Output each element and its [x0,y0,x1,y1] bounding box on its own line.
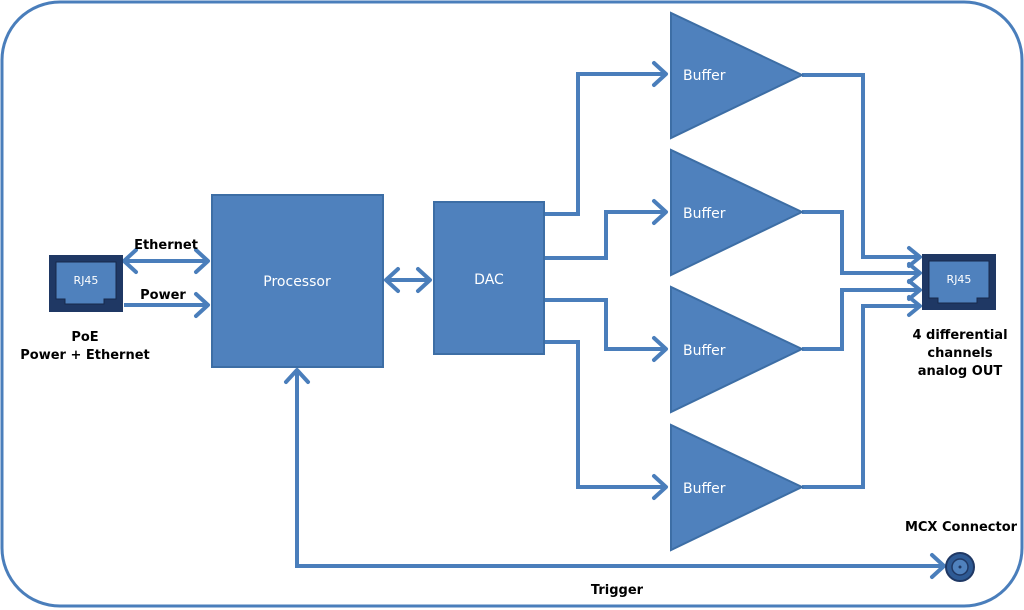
buffer-1-triangle [670,11,805,140]
trigger-arrow-right-icon [930,553,946,579]
dac-buffer3-arrow-icon [652,336,668,362]
dac-block: DAC [433,201,545,355]
input-rj45-port-icon [55,261,117,305]
buffer-2-label: Buffer [683,206,726,222]
dac-buffer4-wire [545,340,666,489]
dac-buffer1-arrow-icon [652,61,668,87]
trigger-arrow-up-icon [284,368,310,384]
dac-label: DAC [474,272,504,288]
ethernet-label: Ethernet [134,238,198,253]
buffer1-out-wire [802,73,920,259]
power-label: Power [140,288,186,303]
output-label-line3: analog OUT [918,364,1003,379]
dac-buffer2-arrow-icon [652,199,668,225]
dac-box [433,201,545,355]
output-rj45-connector: RJ45 [922,254,996,310]
ethernet-arrow-left-icon [122,248,138,274]
dac-buffer1-wire [545,72,666,216]
buffer4-out-wire [802,304,920,489]
buffer4-out-arrow-icon [907,295,922,317]
trigger-wire [295,370,944,568]
processor-label: Processor [263,274,331,290]
dac-buffer3-wire [545,298,666,351]
dac-buffer4-arrow-icon [652,474,668,500]
processor-dac-arrow-right-icon [416,267,432,293]
wires [122,61,946,579]
buffer-4: Buffer [670,423,805,552]
output-label-line2: channels [927,346,993,361]
buffer-3-label: Buffer [683,343,726,359]
poe-label: PoE [71,330,98,345]
processor-dac-arrow-left-icon [384,267,400,293]
buffer-1-label: Buffer [683,68,726,84]
buffer1-out-arrow-icon [907,246,922,268]
buffer-3-triangle [670,285,805,414]
buffer2-out-arrow-icon [907,262,922,284]
output-label-line1: 4 differential [912,328,1007,343]
output-rj45-label: RJ45 [947,273,972,286]
processor-block: Processor [211,194,384,368]
ethernet-arrow-right-icon [194,248,210,274]
buffer3-out-wire [802,288,920,351]
processor-box [211,194,384,368]
buffer-4-label: Buffer [683,481,726,497]
input-rj45-label: RJ45 [74,274,99,287]
buffer-1: Buffer [670,11,805,140]
trigger-label: Trigger [591,583,644,598]
dac-buffer2-wire [545,210,666,260]
buffer2-out-wire [802,210,920,275]
output-rj45-port-icon [928,260,990,304]
power-arrow-icon [194,292,210,318]
mcx-pin-icon [958,565,962,569]
buffer-3: Buffer [670,285,805,414]
buffer-2-triangle [670,148,805,277]
buffer3-out-arrow-icon [907,279,922,301]
buffer-4-triangle [670,423,805,552]
poe-sublabel: Power + Ethernet [20,348,150,363]
mcx-connector [945,552,975,582]
buffer-2: Buffer [670,148,805,277]
input-rj45-connector: RJ45 [49,255,123,312]
mcx-label: MCX Connector [905,520,1018,535]
